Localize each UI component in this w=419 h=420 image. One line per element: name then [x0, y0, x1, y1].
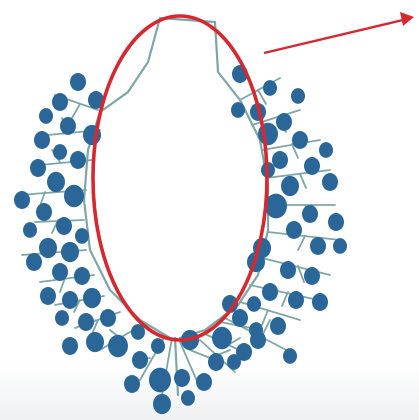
- arrowhead-icon: [400, 12, 414, 26]
- particle-dot: [174, 369, 190, 387]
- particle-dot: [39, 108, 53, 124]
- particle-dot: [151, 338, 165, 354]
- arrow-shaft: [264, 20, 403, 53]
- particle-dot: [262, 283, 278, 301]
- particle-dot: [302, 205, 318, 223]
- particle-dot: [83, 288, 101, 308]
- particle-dot: [288, 291, 304, 309]
- particle-dot: [86, 332, 104, 352]
- particle-dot: [286, 221, 302, 239]
- particle-dot: [153, 394, 171, 414]
- particle-dot: [70, 73, 86, 91]
- particle-dot: [196, 373, 212, 391]
- particle-dot: [36, 203, 52, 221]
- particle-dot: [322, 173, 338, 191]
- particle-dot: [212, 327, 232, 349]
- particle-dot: [64, 185, 84, 207]
- particle-clusters: [14, 65, 347, 414]
- particle-dot: [60, 117, 76, 135]
- particle-dot: [304, 157, 320, 175]
- particle-dot: [232, 309, 248, 327]
- particle-dot: [52, 263, 68, 281]
- particle-dot: [319, 142, 333, 158]
- particle-dot: [132, 351, 148, 369]
- branch-line: [282, 292, 288, 306]
- particle-dot: [74, 267, 90, 285]
- particle-dot: [276, 113, 292, 131]
- particle-dot: [149, 368, 171, 393]
- particle-dot: [40, 287, 56, 305]
- branch-line: [300, 174, 306, 188]
- branch-line: [262, 310, 268, 325]
- particle-dot: [14, 191, 30, 209]
- branch-line: [298, 236, 305, 250]
- particle-dot: [280, 261, 296, 279]
- particle-dot: [272, 151, 288, 169]
- particle-dot: [70, 151, 86, 169]
- particle-dot: [249, 322, 263, 338]
- core-outline-right: [160, 18, 268, 338]
- particle-dot: [55, 310, 69, 326]
- particle-dot: [124, 375, 140, 393]
- particle-dot: [208, 353, 224, 371]
- particle-dot: [227, 354, 241, 370]
- pointer-arrow: [264, 12, 414, 53]
- particle-dot: [62, 337, 78, 355]
- particle-dot: [23, 222, 37, 238]
- particle-dot: [61, 242, 79, 262]
- particle-dot: [52, 93, 68, 111]
- particle-dot: [333, 238, 347, 254]
- particle-dot: [281, 176, 299, 196]
- particle-dot: [263, 80, 277, 96]
- particle-dot: [283, 348, 297, 364]
- particle-dot: [39, 238, 57, 258]
- particle-dot: [231, 102, 245, 118]
- highlight-ellipse: [93, 16, 267, 340]
- branch-line: [266, 170, 330, 178]
- branch-line: [250, 285, 318, 300]
- particle-dot: [181, 390, 195, 406]
- particle-dot: [100, 309, 116, 327]
- branch-line: [262, 258, 330, 275]
- particle-dot: [108, 335, 128, 357]
- particle-dot: [328, 213, 344, 231]
- particle-dot: [75, 228, 89, 244]
- core-outline-bottom-stem: [175, 338, 178, 395]
- particle-dot: [30, 159, 46, 177]
- particle-dot: [53, 144, 67, 160]
- particle-dot: [310, 237, 326, 255]
- particle-dot: [291, 88, 305, 104]
- particle-dot: [26, 253, 42, 271]
- particle-dot: [78, 313, 94, 331]
- particle-dot: [56, 217, 72, 235]
- particle-dot: [62, 291, 78, 309]
- branch-line: [72, 104, 80, 118]
- particle-dot: [292, 131, 308, 149]
- particle-dot: [265, 194, 287, 219]
- particle-dot: [47, 172, 65, 192]
- particle-dot: [312, 293, 328, 311]
- particle-dot: [34, 131, 50, 149]
- particle-dot: [270, 317, 286, 335]
- particle-dot: [304, 267, 320, 285]
- particle-dot: [247, 296, 261, 312]
